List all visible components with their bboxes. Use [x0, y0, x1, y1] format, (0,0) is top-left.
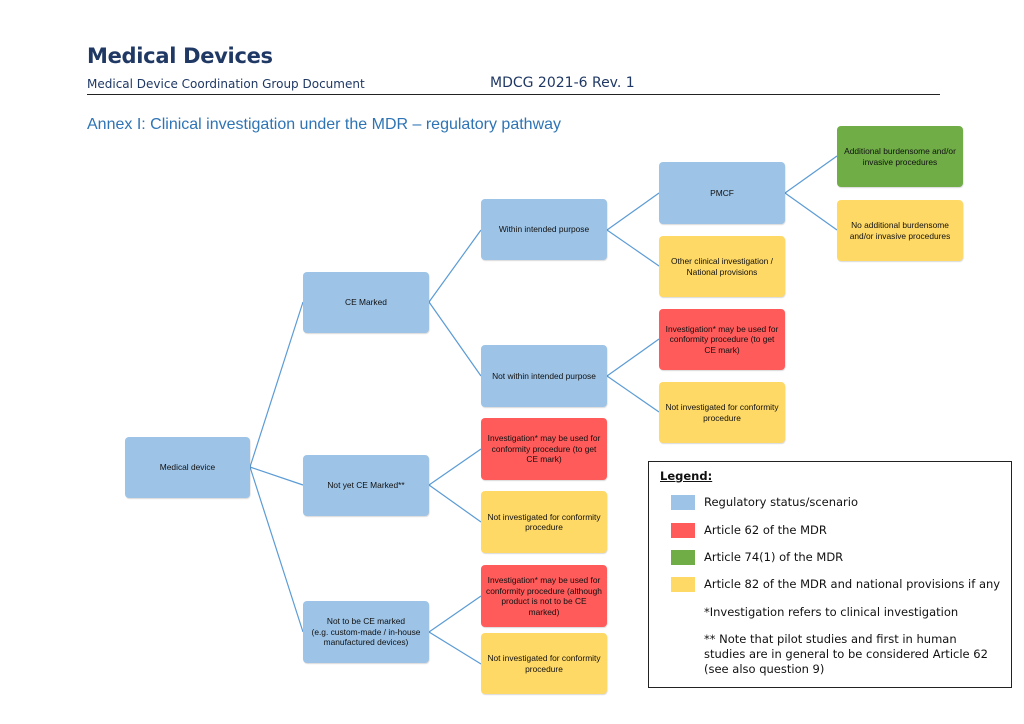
- node-additional-burdensome: Additional burdensome and/or invasive pr…: [837, 126, 963, 187]
- node-ntbce-not-investigated: Not investigated for conformity procedur…: [481, 633, 607, 694]
- legend-title: Legend:: [660, 469, 713, 483]
- legend-label-article82: Article 82 of the MDR and national provi…: [704, 577, 1001, 591]
- connector-ce-within: [428, 229, 482, 303]
- node-ntbce-investigation: Investigation* may be used for conformit…: [481, 565, 607, 627]
- node-nyce-investigation: Investigation* may be used for conformit…: [481, 418, 607, 480]
- node-nyce-not-investigated: Not investigated for conformity procedur…: [481, 491, 607, 553]
- connector-within-other: [606, 229, 660, 267]
- legend-label-article62: Article 62 of the MDR: [704, 523, 827, 537]
- legend-swatch-article74: [671, 550, 695, 565]
- connector-notwithin-investigation: [606, 338, 660, 377]
- legend-note-pilot-studies: ** Note that pilot studies and first in …: [704, 632, 988, 676]
- node-medical-device: Medical device: [125, 437, 250, 498]
- node-pmcf: PMCF: [659, 162, 785, 224]
- node-not-within-intended-purpose: Not within intended purpose: [481, 345, 607, 407]
- node-not-to-be-ce-marked: Not to be CE marked (e.g. custom-made / …: [303, 601, 429, 663]
- document-id: MDCG 2021-6 Rev. 1: [490, 75, 635, 91]
- connector-ntbce-investigation: [428, 595, 482, 633]
- connector-pmcf-additional: [784, 155, 838, 194]
- node-no-additional-burdensome: No additional burdensome and/or invasive…: [837, 200, 963, 261]
- node-ce-marked: CE Marked: [303, 272, 429, 333]
- document-title: Medical Devices: [87, 44, 273, 68]
- legend: Legend: Regulatory status/scenario Artic…: [648, 461, 1012, 688]
- connector-notwithin-notinvestigated: [606, 375, 660, 413]
- connector-within-pmcf: [606, 192, 660, 231]
- legend-swatch-article62: [671, 523, 695, 538]
- legend-label-article74: Article 74(1) of the MDR: [704, 550, 844, 564]
- connector-ntbce-notinvestigated: [428, 631, 482, 665]
- node-nwp-not-investigated: Not investigated for conformity procedur…: [659, 382, 785, 443]
- header-divider: [87, 94, 940, 95]
- node-within-intended-purpose: Within intended purpose: [481, 199, 607, 260]
- legend-label-regulatory: Regulatory status/scenario: [704, 495, 859, 509]
- connector-md-ce: [249, 301, 304, 468]
- connector-ce-notwithin: [428, 301, 482, 377]
- connector-nyce-investigation: [428, 448, 482, 486]
- annex-title: Annex I: Clinical investigation under th…: [87, 116, 562, 133]
- node-nwp-investigation: Investigation* may be used for conformit…: [659, 309, 785, 370]
- connector-md-nyce: [249, 466, 304, 486]
- node-other-clinical-investigation: Other clinical investigation / National …: [659, 236, 785, 297]
- legend-swatch-article82: [671, 577, 695, 592]
- connector-pmcf-noadditional: [784, 192, 838, 231]
- connector-nyce-notinvestigated: [428, 484, 482, 523]
- node-not-yet-ce-marked: Not yet CE Marked**: [303, 455, 429, 516]
- legend-note-investigation: *Investigation refers to clinical invest…: [704, 605, 959, 619]
- connector-md-ntbce: [249, 466, 304, 633]
- document-subtitle: Medical Device Coordination Group Docume…: [87, 77, 365, 91]
- legend-swatch-regulatory: [671, 495, 695, 510]
